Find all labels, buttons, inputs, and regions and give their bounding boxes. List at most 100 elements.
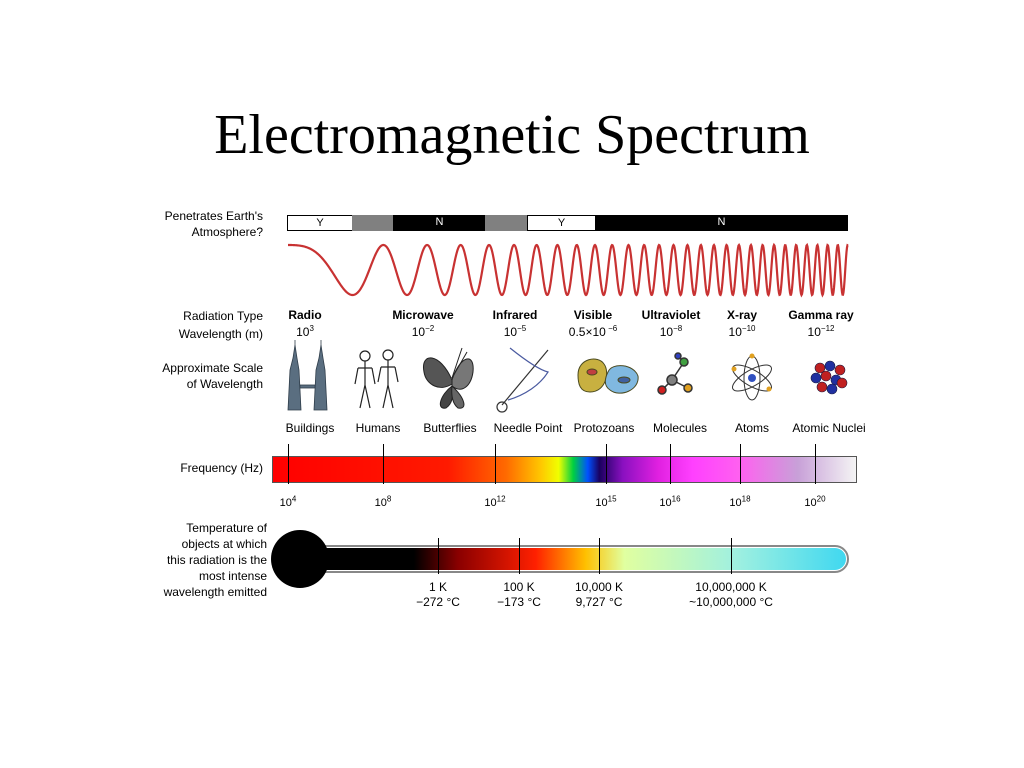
temperature-kelvin: 100 K	[503, 580, 535, 594]
scale-label: Approximate Scale of Wavelength	[120, 360, 263, 392]
wavelength-exp-gamma: −12	[820, 324, 835, 333]
radiation-name-xray: X-ray	[726, 308, 758, 322]
scale-label-protozoans: Protozoans	[573, 421, 635, 435]
temperature-label-1k: 1 K −272 °C	[398, 580, 478, 610]
scale-label-molecules: Molecules	[652, 421, 708, 435]
temperature-label-line-1: Temperature of	[186, 521, 267, 535]
temperature-label-10000k: 10,000 K 9,727 °C	[554, 580, 644, 610]
frequency-exp: 20	[816, 494, 826, 504]
scale-label-buildings: Buildings	[285, 421, 335, 435]
wavelength-base-infrared: 10	[503, 325, 518, 339]
frequency-base: 10	[659, 497, 672, 509]
frequency-base: 10	[804, 497, 817, 509]
frequency-exp: 18	[741, 494, 751, 504]
wavelength-base-gamma: 10	[807, 325, 821, 339]
frequency-tick-label: 104	[279, 494, 297, 509]
frequency-base: 10	[729, 497, 742, 509]
temperature-label-10000000k: 10,000,000 K ~10,000,000 °C	[671, 580, 791, 610]
temperature-kelvin: 10,000,000 K	[695, 580, 767, 594]
frequency-bar	[272, 456, 857, 483]
scale-label-needle-point: Needle Point	[493, 421, 563, 435]
frequency-tick	[670, 444, 671, 484]
frequency-exp: 8	[386, 494, 392, 504]
temperature-tick	[599, 538, 600, 574]
atmosphere-segment-gray2	[485, 215, 528, 231]
frequency-base: 10	[595, 497, 608, 509]
atmosphere-segment-n1: N	[393, 215, 486, 231]
temperature-label-100k: 100 K −173 °C	[479, 580, 559, 610]
temperature-label-line-3: this radiation is the	[166, 553, 267, 567]
temperature-label-line-5: wavelength emitted	[163, 585, 267, 599]
scale-label-atoms: Atoms	[734, 421, 769, 435]
frequency-base: 10	[484, 497, 497, 509]
temperature-celsius: ~10,000,000 °C	[689, 595, 773, 609]
frequency-exp: 12	[496, 494, 506, 504]
wavelength-value-infrared: 10−5	[475, 325, 555, 340]
frequency-tick	[495, 444, 496, 484]
atmosphere-segment-n2: N	[595, 215, 848, 231]
wavelength-base-xray: 10	[728, 325, 742, 339]
temperature-kelvin: 1 K	[428, 580, 447, 594]
wavelength-value-radio: 103	[265, 325, 345, 340]
frequency-base: 10	[279, 497, 292, 509]
penetrates-label-line-1: Penetrates Earth's	[164, 209, 263, 223]
wavelength-base-radio: 10	[296, 325, 310, 339]
wavelength-value-ultraviolet: 10−8	[631, 325, 711, 340]
radiation-name-gamma: Gamma ray	[788, 308, 854, 322]
radiation-name-ultraviolet: Ultraviolet	[641, 308, 701, 322]
scale-label-butterflies: Butterflies	[423, 421, 477, 435]
wavelength-exp-ultraviolet: −8	[673, 324, 683, 333]
wavelength-value-xray: 10−10	[702, 325, 782, 340]
frequency-tick-label: 1018	[729, 494, 751, 509]
penetrates-label: Penetrates Earth's Atmosphere?	[120, 208, 263, 240]
atmosphere-segment-gray1	[352, 215, 394, 231]
frequency-tick-label: 108	[375, 494, 392, 509]
temperature-celsius: −173 °C	[497, 595, 541, 609]
frequency-tick	[740, 444, 741, 484]
frequency-tick	[288, 444, 289, 484]
temperature-label: Temperature of objects at which this rad…	[120, 520, 267, 600]
wavelength-base-ultraviolet: 10	[659, 325, 674, 339]
temperature-tick	[438, 538, 439, 574]
radiation-name-visible: Visible	[573, 308, 613, 322]
temperature-celsius: −272 °C	[416, 595, 460, 609]
frequency-tick-label: 1012	[484, 494, 506, 509]
scale-label-humans: Humans	[355, 421, 401, 435]
frequency-tick	[383, 444, 384, 484]
temperature-kelvin: 10,000 K	[574, 580, 624, 594]
wavelength-exp-infrared: −5	[517, 324, 527, 333]
radiation-name-infrared: Infrared	[492, 308, 538, 322]
temperature-celsius: 9,727 °C	[575, 595, 623, 609]
scale-label-line-2: of Wavelength	[186, 377, 263, 391]
wavelength-value-visible: 0.5×10 −6	[553, 325, 633, 340]
scale-label-atomic-nuclei: Atomic Nuclei	[792, 421, 866, 435]
temperature-tick	[731, 538, 732, 574]
frequency-tick	[606, 444, 607, 484]
radiation-name-microwave: Microwave	[392, 308, 454, 322]
wavelength-value-microwave: 10−2	[383, 325, 463, 340]
frequency-label: Frequency (Hz)	[180, 461, 263, 475]
wavelength-base-microwave: 10	[411, 325, 426, 339]
scale-label-line-1: Approximate Scale	[162, 361, 263, 375]
frequency-tick	[815, 444, 816, 484]
radiation-name-radio: Radio	[288, 308, 322, 322]
temperature-tick	[519, 538, 520, 574]
temperature-label-line-2: objects at which	[181, 537, 267, 551]
frequency-tick-label: 1015	[595, 495, 616, 509]
wavelength-exp-xray: −10	[741, 324, 756, 333]
wave-line	[288, 242, 849, 298]
slide-title: Electromagnetic Spectrum	[214, 104, 810, 166]
wavelength-exp-radio: 3	[309, 324, 314, 333]
wavelength-base-visible: 0.5×10	[568, 325, 606, 339]
frequency-exp: 16	[671, 494, 681, 504]
temperature-label-line-4: most intense	[198, 569, 267, 583]
frequency-tick-label: 1016	[659, 494, 681, 509]
wavelength-exp-visible: −6	[605, 324, 618, 333]
frequency-exp: 4	[291, 494, 297, 504]
wavelength-exp-microwave: −2	[425, 324, 435, 333]
penetrates-label-line-2: Atmosphere?	[191, 225, 263, 239]
wavelength-value-gamma: 10−12	[781, 325, 861, 340]
frequency-tick-label: 1020	[804, 494, 826, 509]
